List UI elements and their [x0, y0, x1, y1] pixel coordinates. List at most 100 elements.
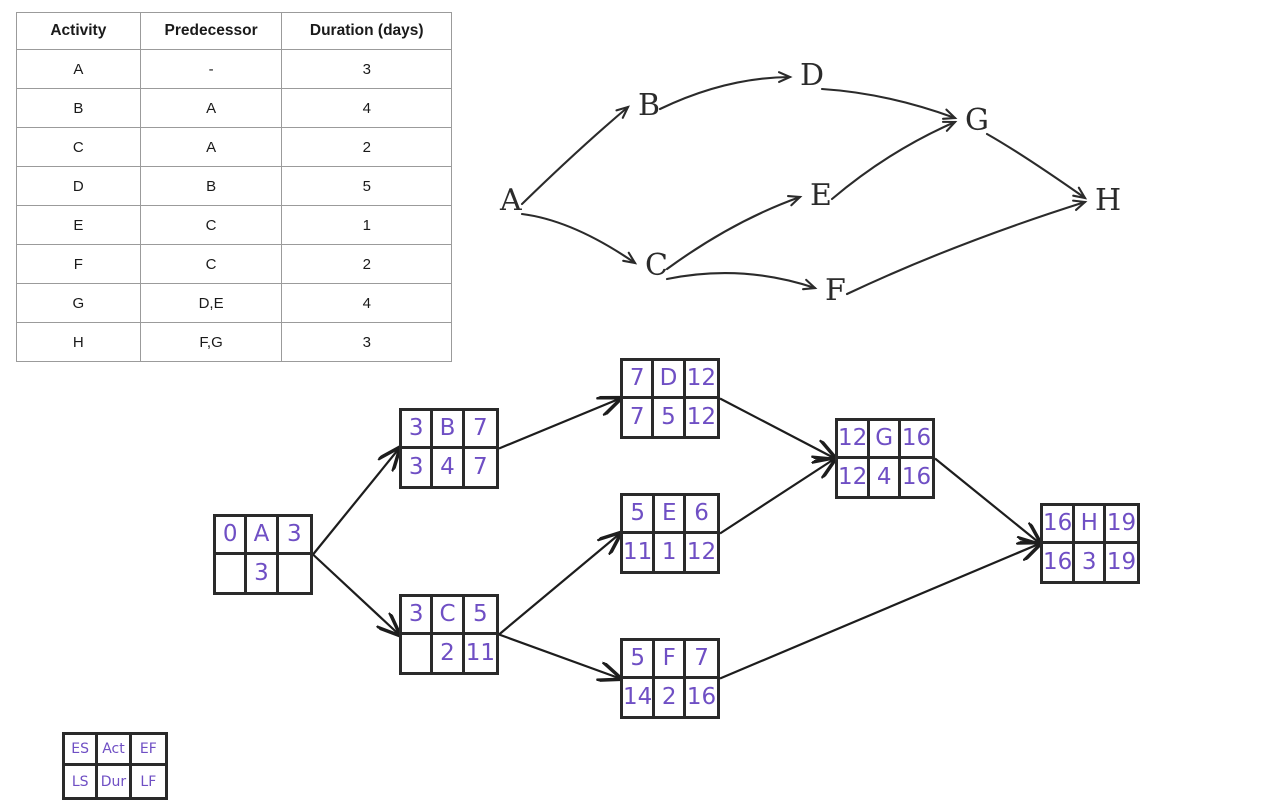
- network-edge-c-to-e: [498, 534, 620, 636]
- node-f-dur: 2: [655, 678, 687, 716]
- cell-duration: 4: [281, 88, 452, 128]
- table-row: D B 5: [16, 166, 452, 206]
- cell-activity: B: [16, 88, 141, 128]
- column-header-duration: Duration (days): [281, 12, 452, 50]
- cell-predecessor: -: [139, 49, 283, 89]
- legend-es: ES: [65, 735, 99, 766]
- cell-activity: A: [16, 49, 141, 89]
- node-b-ls: 3: [402, 448, 434, 486]
- node-a-ef: 3: [278, 517, 310, 555]
- node-h-dur: 3: [1075, 543, 1107, 581]
- node-g-ls: 12: [838, 458, 871, 496]
- network-edge-group: [312, 340, 1280, 720]
- node-f-es: 5: [623, 641, 656, 679]
- cell-activity: F: [16, 244, 141, 284]
- node-c-ls: [402, 634, 434, 672]
- table-header-row: Activity Predecessor Duration (days): [16, 12, 452, 50]
- table-row: B A 4: [16, 88, 452, 128]
- sketch-node-c: C: [645, 248, 668, 283]
- sketch-node-g: G: [965, 103, 989, 138]
- cell-duration: 5: [281, 166, 452, 206]
- cell-predecessor: A: [139, 127, 283, 167]
- network-node-b: 3 B 7 3 4 7: [399, 408, 499, 489]
- node-f-act: F: [655, 641, 687, 679]
- network-node-e: 5 E 6 11 1 12: [620, 493, 720, 574]
- node-a-act: A: [247, 517, 279, 555]
- column-header-predecessor: Predecessor: [139, 12, 283, 50]
- node-a-dur: 3: [247, 554, 279, 592]
- sketch-edge-c-to-f: [665, 272, 817, 290]
- node-d-lf: 12: [686, 404, 716, 431]
- network-edge-a-to-b: [312, 449, 399, 556]
- legend-act: Act: [98, 735, 132, 766]
- network-edge-b-to-d: [498, 399, 620, 450]
- node-c-act: C: [433, 597, 465, 635]
- cell-predecessor: C: [139, 205, 283, 245]
- node-h-ls: 16: [1043, 543, 1076, 581]
- sketch-edge-e-to-g: [830, 120, 957, 201]
- node-h-lf: 19: [1106, 549, 1137, 576]
- node-e-lf: 12: [686, 539, 717, 566]
- cell-predecessor: B: [139, 166, 283, 206]
- sketch-edge-d-to-g: [820, 87, 957, 120]
- node-g-lf: 16: [901, 464, 932, 491]
- sketch-arrowhead: [777, 71, 793, 84]
- sketch-node-d: D: [800, 58, 824, 93]
- sketch-node-b: B: [638, 88, 660, 123]
- cell-activity: H: [16, 322, 141, 362]
- network-edge-c-to-f: [498, 633, 620, 679]
- cell-activity: C: [16, 127, 141, 167]
- node-e-ls: 11: [623, 533, 656, 571]
- node-e-ef: 6: [686, 496, 717, 534]
- node-d-es: 7: [623, 361, 655, 399]
- legend-ef: EF: [131, 735, 165, 766]
- cell-activity: G: [16, 283, 141, 323]
- network-node-a: 0 A 3 3: [213, 514, 313, 595]
- table-row: E C 1: [16, 205, 452, 245]
- node-f-ls: 14: [623, 678, 656, 716]
- node-b-dur: 4: [433, 448, 465, 486]
- node-a-es: 0: [216, 517, 248, 555]
- sketch-node-e: E: [810, 178, 832, 213]
- legend-ls: LS: [65, 766, 99, 797]
- cell-predecessor: D,E: [139, 283, 283, 323]
- node-e-es: 5: [623, 496, 656, 534]
- legend-lf: LF: [140, 773, 157, 790]
- legend-key-node: ES Act EF LS Dur LF: [62, 732, 168, 800]
- node-b-act: B: [433, 411, 465, 449]
- sketch-arrowhead: [622, 251, 638, 265]
- node-d-ls: 7: [623, 398, 655, 436]
- node-c-dur: 2: [433, 634, 465, 672]
- node-a-ls: [216, 554, 248, 592]
- node-b-ef: 7: [464, 411, 496, 449]
- cell-duration: 3: [281, 49, 452, 89]
- node-g-es: 12: [838, 421, 871, 459]
- sketch-node-h: H: [1095, 183, 1121, 218]
- network-node-h: 16 H 19 16 3 19: [1040, 503, 1140, 584]
- network-edge-f-to-h: [719, 544, 1040, 680]
- node-b-es: 3: [402, 411, 434, 449]
- node-h-ef: 19: [1106, 506, 1137, 544]
- sketch-arrowhead: [1072, 186, 1088, 200]
- node-d-act: D: [654, 361, 686, 399]
- sketch-edge-b-to-d: [658, 75, 792, 111]
- node-c-ef: 5: [464, 597, 496, 635]
- sketch-edge-c-to-e: [665, 195, 802, 271]
- node-d-ef: 12: [685, 361, 717, 399]
- node-c-es: 3: [402, 597, 434, 635]
- node-g-act: G: [870, 421, 902, 459]
- sketch-edge-a-to-c: [520, 212, 637, 265]
- activity-table: Activity Predecessor Duration (days) A -…: [16, 12, 452, 362]
- cell-duration: 4: [281, 283, 452, 323]
- node-g-ef: 16: [901, 421, 932, 459]
- cell-predecessor: F,G: [139, 322, 283, 362]
- node-e-dur: 1: [655, 533, 687, 571]
- node-d-dur: 5: [654, 398, 686, 436]
- cell-activity: E: [16, 205, 141, 245]
- sketch-arrowhead: [802, 278, 818, 291]
- legend-dur: Dur: [98, 766, 132, 797]
- network-node-c: 3 C 5 2 11: [399, 594, 499, 675]
- node-a-lf: [279, 555, 310, 593]
